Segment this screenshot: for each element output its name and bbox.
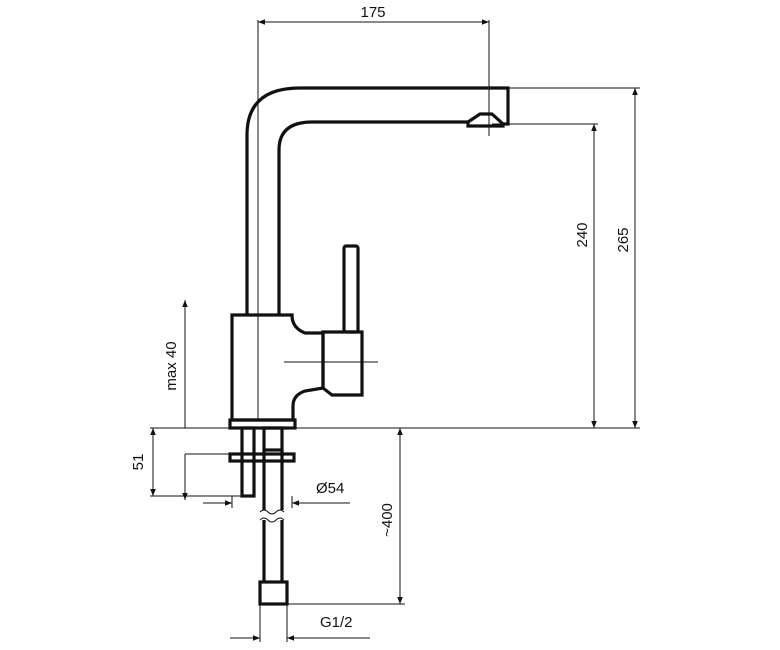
dimension-thread-label: G1/2 <box>320 614 353 631</box>
hose-end-nut <box>258 580 289 606</box>
dimension-body-depth-label: 51 <box>130 454 147 471</box>
spout-outer-contour <box>245 86 510 315</box>
mounting-clamp <box>228 452 296 463</box>
dimension-hole-diameter: Ø54 <box>203 480 350 508</box>
lever-handle <box>342 244 360 334</box>
dimension-counter-thickness: max 40 <box>163 300 242 500</box>
dimension-hose-length: ~400 <box>287 428 405 605</box>
dimension-hose-length-label: ~400 <box>379 503 396 537</box>
dimension-counter-thickness-label: max 40 <box>163 341 180 390</box>
dimension-spout-height: 240 <box>492 123 598 428</box>
spout-inner-contour <box>277 120 468 315</box>
dimension-body-depth: 51 <box>130 427 242 497</box>
dimension-hole-diameter-label: Ø54 <box>316 480 344 497</box>
centerlines <box>257 20 490 420</box>
dimension-thread: G1/2 <box>230 604 370 642</box>
hose-coupling <box>262 426 284 452</box>
dimension-total-height-label: 265 <box>615 227 632 252</box>
dimension-width: 175 <box>258 4 489 25</box>
cartridge-knob <box>321 330 364 397</box>
mixer-body <box>230 313 325 422</box>
dimension-total-height: 265 <box>295 87 640 429</box>
flexible-hose <box>262 450 284 582</box>
mounting-assembly <box>228 426 296 606</box>
hose-break-mark <box>259 509 285 523</box>
faucet-outline <box>228 86 510 430</box>
dimension-spout-height-label: 240 <box>574 222 591 247</box>
dimension-width-label: 175 <box>360 4 385 21</box>
